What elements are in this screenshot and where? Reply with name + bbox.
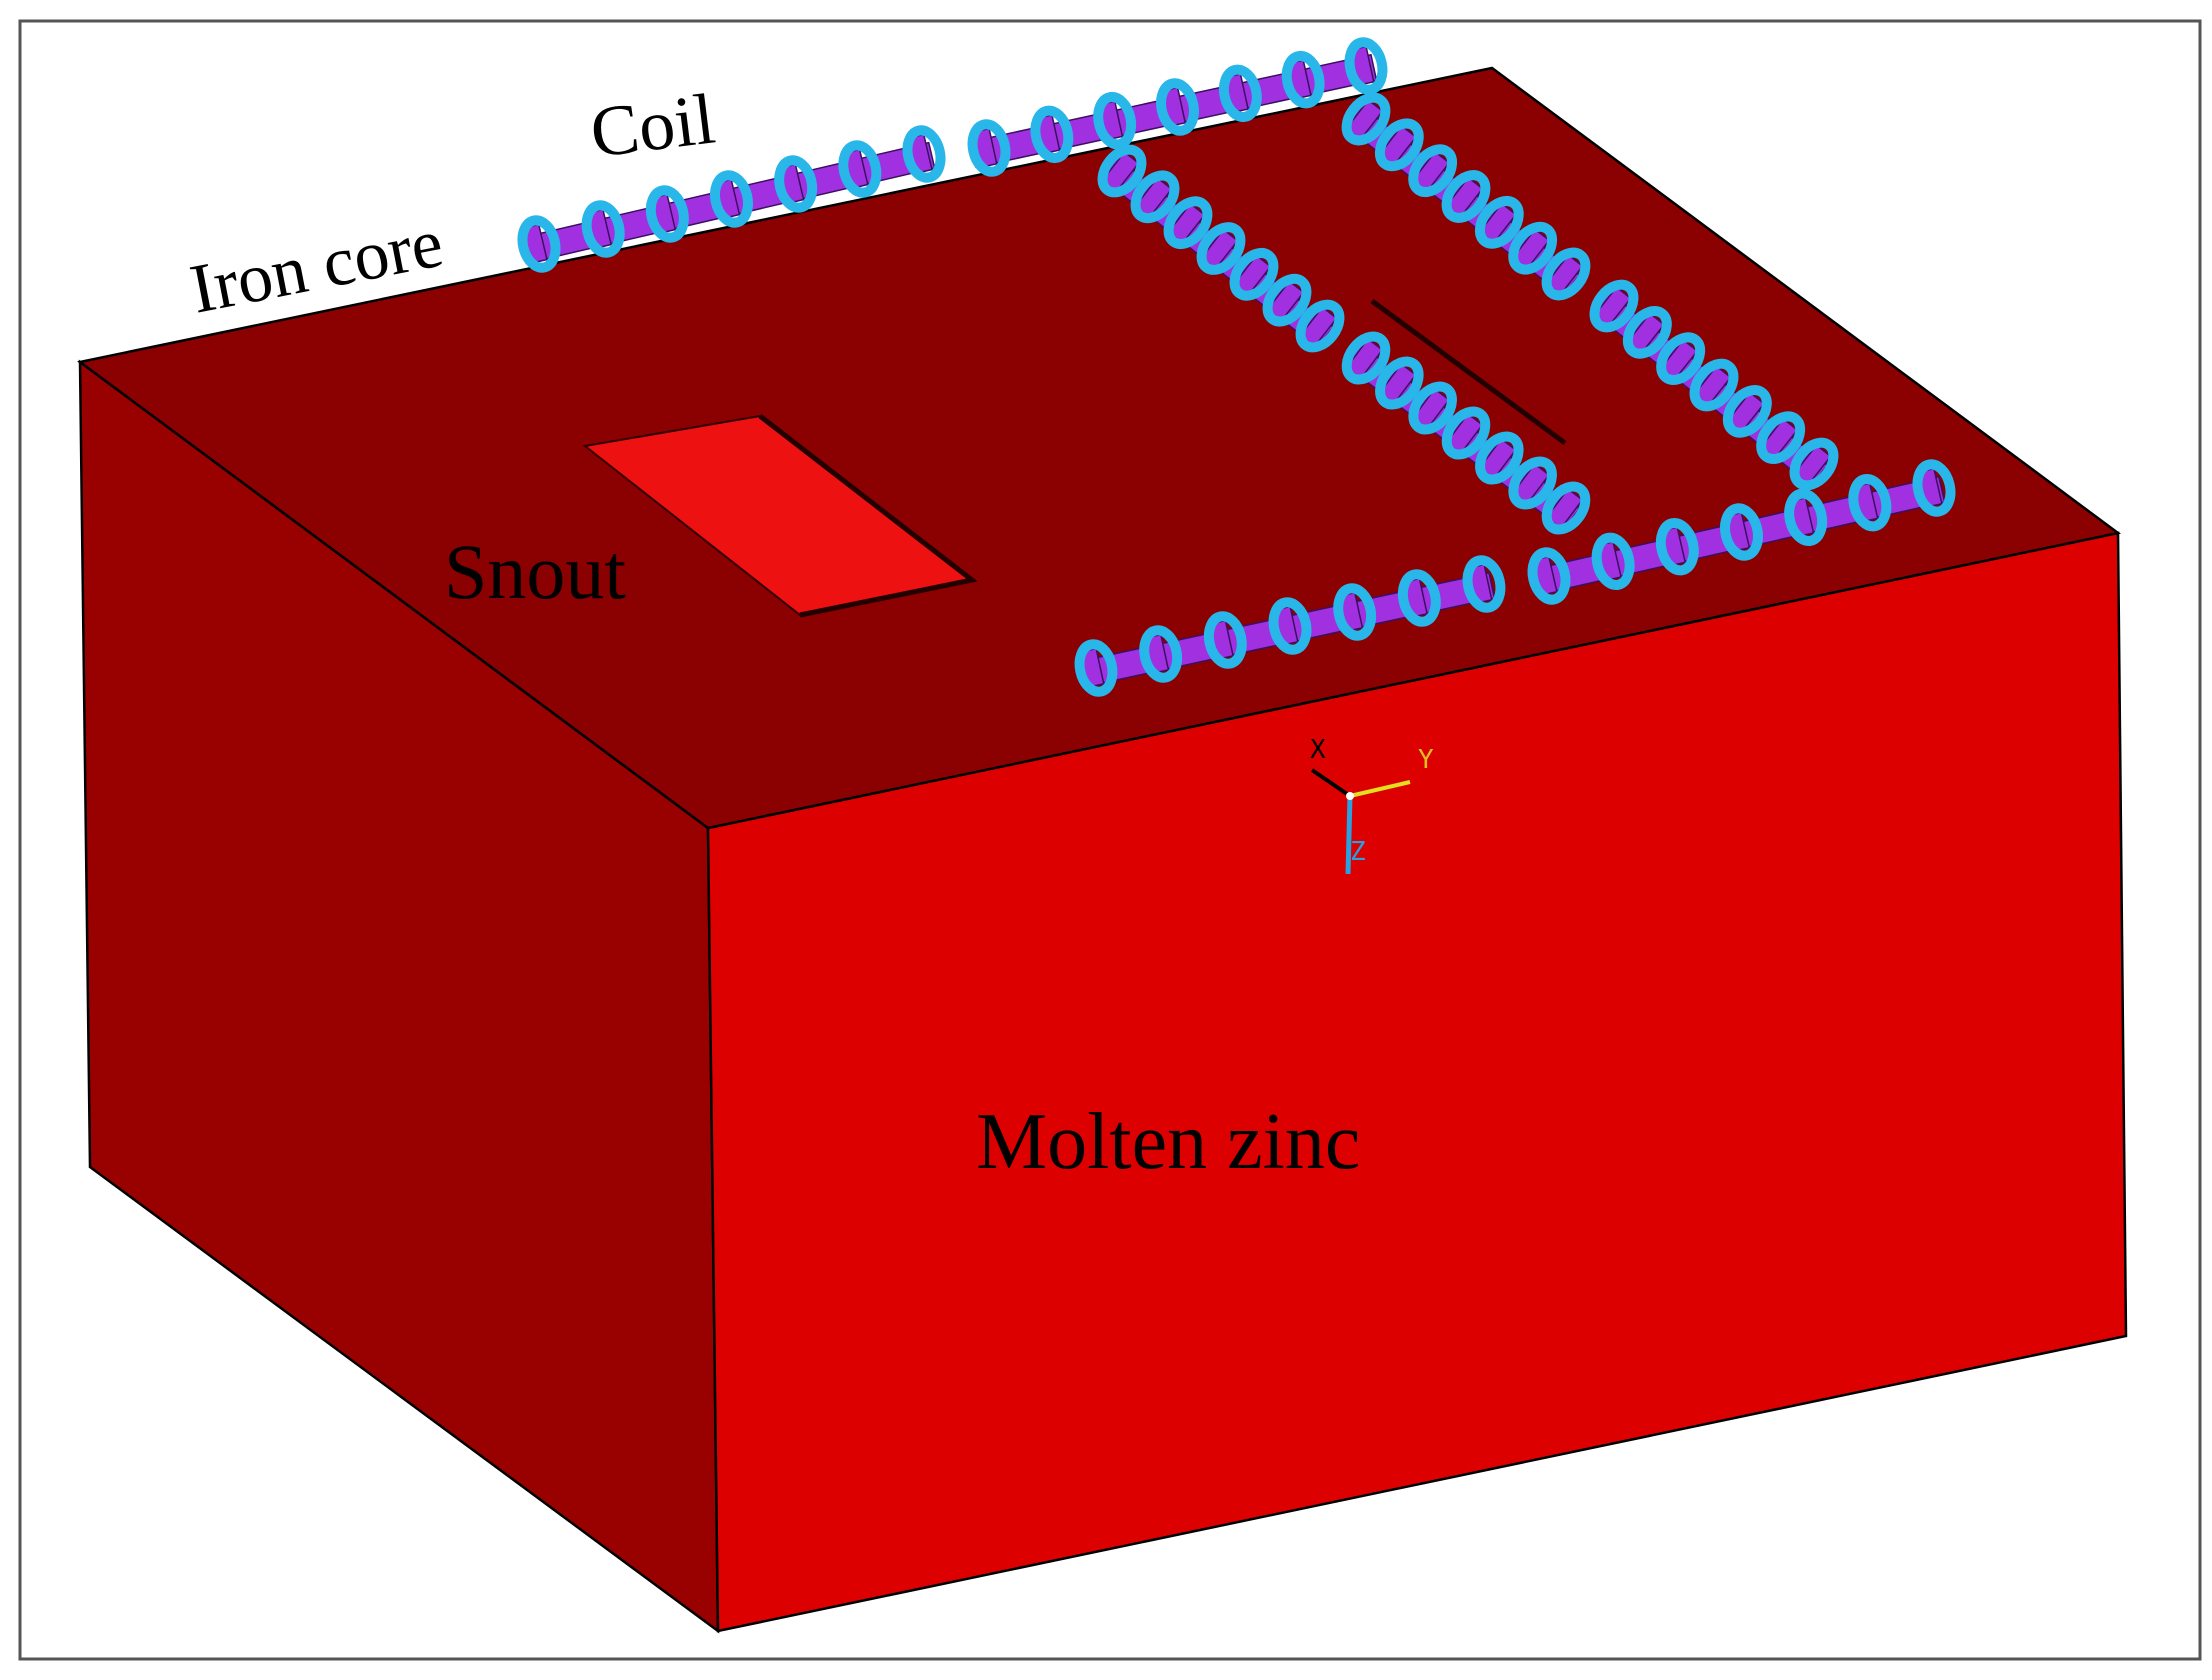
molten-zinc-label: Molten zinc: [976, 1098, 1360, 1186]
inductor-group-diag-4: [1589, 279, 1839, 491]
coil-winding: [1341, 92, 1391, 146]
coil-winding: [1784, 488, 1828, 546]
axis-x-label: X: [1310, 735, 1326, 765]
axis-z-label: Z: [1350, 837, 1366, 867]
coil-winding: [1689, 358, 1739, 412]
coil-label: Coil: [586, 78, 719, 173]
coil-winding: [1789, 437, 1839, 491]
coil-winding: [1218, 64, 1262, 123]
coil-winding: [1508, 221, 1558, 275]
coil-winding: [1281, 50, 1325, 109]
x-axis-line: [1310, 768, 1352, 798]
inductor-group-diag-1: [1097, 144, 1345, 353]
coil-winding: [1375, 356, 1424, 410]
snout-label: Snout: [444, 528, 626, 615]
coil-winding: [1333, 583, 1377, 641]
coil-winding: [1093, 91, 1137, 150]
coil-winding: [1622, 306, 1672, 359]
coil-winding: [1441, 170, 1491, 223]
coil-winding: [1203, 611, 1247, 669]
axis-y-label: Y: [1418, 745, 1434, 775]
coil-winding: [1344, 37, 1388, 95]
coil-winding: [1441, 406, 1491, 460]
coil-winding: [581, 200, 625, 258]
coil-winding: [1722, 385, 1772, 438]
coil-winding: [1074, 639, 1118, 697]
inductor-group-top-right: [967, 37, 1388, 177]
coil-winding: [1196, 222, 1246, 275]
coil-winding: [1475, 431, 1524, 485]
coil-winding: [1656, 332, 1706, 385]
top-face: [77, 66, 2121, 830]
inductor-group-diag-2: [1341, 92, 1591, 301]
coil-winding: [1229, 248, 1279, 301]
coil-winding: [645, 185, 689, 243]
coordinate-triad: X Y Z: [1310, 735, 1434, 875]
coil-winding: [1397, 569, 1441, 627]
coil-winding: [1130, 170, 1180, 224]
coil-winding: [774, 155, 818, 213]
coil-winding: [1508, 456, 1557, 510]
coil-winding: [1527, 547, 1571, 605]
coil-winding: [1655, 518, 1699, 576]
coil-winding: [1262, 273, 1312, 327]
slot-line: [1370, 298, 1567, 446]
coil-winding: [838, 140, 882, 198]
coil-winding: [1408, 144, 1458, 198]
inductor-group-front-right: [1527, 459, 1956, 605]
coil-winding: [1541, 481, 1591, 535]
coil-winding: [1295, 299, 1345, 353]
coil-winding: [1139, 625, 1183, 683]
coil-winding: [1848, 473, 1892, 532]
inductor-group-front-left: [1074, 555, 1506, 697]
coil-winding: [1756, 411, 1806, 464]
inductor-group-diag-3: [1341, 331, 1591, 535]
snout-opening-edge: [758, 414, 978, 618]
coil-winding: [1720, 503, 1763, 561]
coil-winding: [1474, 195, 1524, 249]
coil-winding: [1097, 144, 1147, 198]
y-axis-line: [1349, 780, 1411, 798]
coil-winding: [1268, 597, 1312, 655]
z-axis-line: [1345, 795, 1353, 875]
coil-winding: [1341, 331, 1391, 385]
coil-winding: [1030, 105, 1074, 164]
coil-winding: [517, 215, 561, 273]
coil-winding: [1408, 381, 1457, 435]
coil-winding: [1156, 78, 1199, 136]
coil-winding: [709, 170, 754, 228]
coil-winding: [967, 119, 1011, 177]
coil-winding: [1912, 459, 1956, 517]
coil-winding: [1462, 555, 1506, 613]
coil-winding: [1163, 196, 1213, 249]
coil-winding: [1589, 279, 1639, 333]
coil-winding: [902, 125, 946, 183]
triad-origin: [1346, 792, 1354, 800]
inductor-array: [517, 37, 1956, 697]
coil-winding: [1591, 532, 1635, 590]
coil-winding: [1541, 247, 1591, 301]
inductor-group-top-left: [517, 125, 946, 273]
coil-winding: [1374, 118, 1424, 172]
